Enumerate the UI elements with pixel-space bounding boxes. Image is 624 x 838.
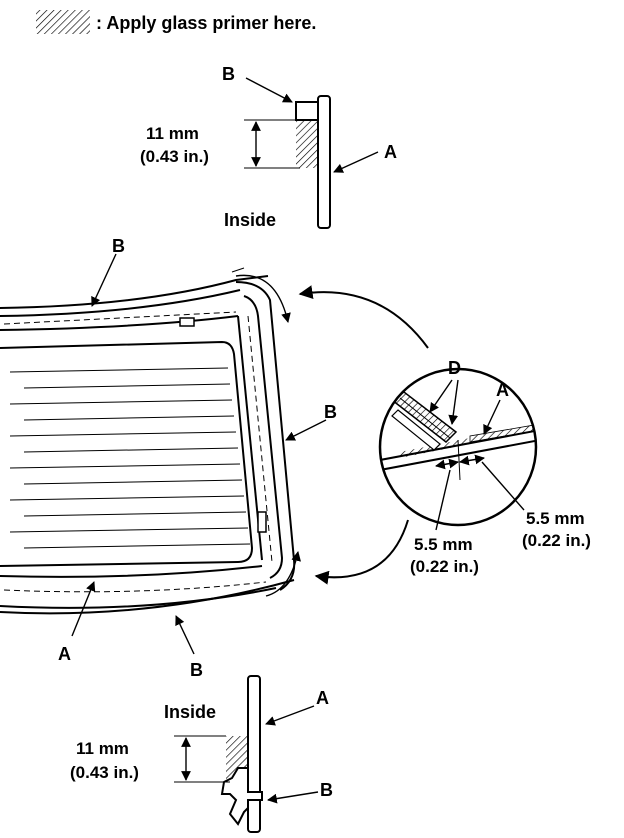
primer-area-top: [296, 120, 318, 168]
top-section-detail: B A 11 mm (0.43 in.) Inside: [140, 64, 397, 230]
dim-bottom-mm: 11 mm: [76, 739, 129, 758]
dim-detail-left-mm: 5.5 mm: [414, 535, 473, 554]
label-a-top: A: [384, 142, 397, 162]
bottom-section-detail: Inside A B 11 mm (0.43 in.): [70, 675, 333, 833]
dim-detail-right-mm: 5.5 mm: [526, 509, 585, 528]
label-b-top: B: [222, 64, 235, 84]
inside-label-top: Inside: [224, 210, 276, 230]
label-b-bottom: B: [320, 780, 333, 800]
windshield-view: B B A B: [0, 236, 429, 680]
dim-top-in: (0.43 in.): [140, 147, 209, 166]
label-b-main-right: B: [324, 402, 337, 422]
hatch-swatch: [36, 10, 90, 34]
glass-section-top: [317, 95, 331, 229]
dim-detail-right-in: (0.22 in.): [522, 531, 591, 550]
defroster-grid: [9, 367, 251, 549]
dim-bottom-in: (0.43 in.): [70, 763, 139, 782]
inside-label-bottom: Inside: [164, 702, 216, 722]
dim-top-mm: 11 mm: [146, 124, 199, 143]
label-a-detail: A: [496, 380, 509, 400]
magnified-detail: D A: [378, 358, 538, 531]
dim-detail-left-in: (0.22 in.): [410, 557, 479, 576]
label-b-main-bottom: B: [190, 660, 203, 680]
molding-b-bottom: [220, 767, 263, 826]
glass-section-bottom: [247, 675, 261, 833]
label-b-main-top: B: [112, 236, 125, 256]
label-a-main: A: [58, 644, 71, 664]
label-a-bottom: A: [316, 688, 329, 708]
label-d: D: [448, 358, 461, 378]
legend: : Apply glass primer here.: [36, 10, 316, 34]
legend-text: : Apply glass primer here.: [96, 13, 316, 33]
molding-b-top: [295, 101, 319, 121]
